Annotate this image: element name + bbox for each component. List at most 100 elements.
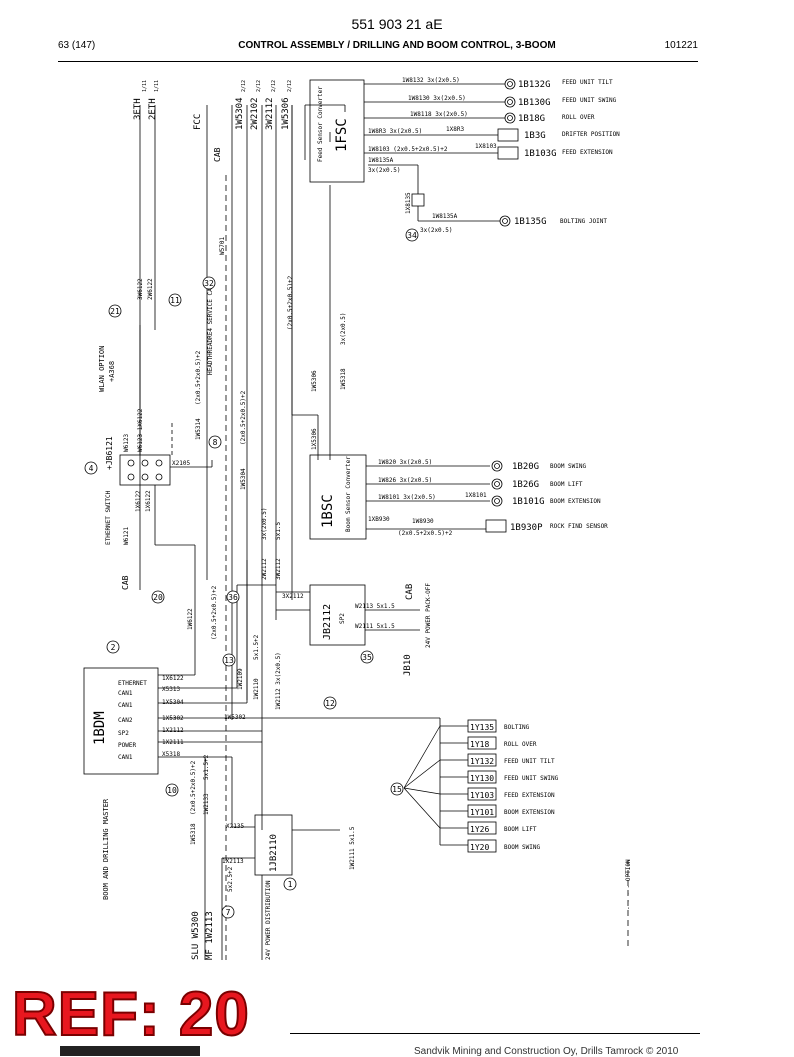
valve-label: BOOM SWING [504,844,541,851]
bdm-conn: 1X2111 [162,739,184,746]
callout-13: 13 [224,656,234,665]
wire-label: 1W6122 [187,608,194,630]
jb2112-id: JB2112 [322,604,333,640]
bsc-sensor-label: ROCK FIND SENSOR [550,523,608,530]
bdm-port: ETHERNET [118,680,147,687]
valve-label: ROLL OVER [504,741,537,748]
fsc-cable: 1W8130 3x(2x0.5) [408,95,466,102]
bolting-cable: 1W8135A [368,157,394,164]
wire-label: 1X6122 [135,490,142,512]
wire-label: 1W2112 3x(2x0.5) [275,652,282,710]
top-cable-note: 2/12 [287,80,293,92]
bdm-port: SP2 [118,730,129,737]
sandvik-logo [60,1046,200,1056]
fsc-conn: 1X8R3 [446,126,464,133]
valve-id: 1Y103 [470,791,494,800]
wire-label: 5x1.5+2 [253,634,260,660]
valve-id: 1Y26 [470,825,489,834]
valve-label: FEED UNIT TILT [504,758,555,765]
fsc-desc: Feed Sensor Converter [317,86,324,162]
callout-2: 2 [111,643,116,652]
callout-10: 10 [167,786,177,795]
wire-label: 1W5318 [190,823,197,845]
valve-label: FEED EXTENSION [504,792,555,799]
fsc-sensor-label: ROLL OVER [562,114,595,121]
wire-label: CAB [405,584,415,600]
header-rule [58,61,698,62]
bdm-conn: 1X5302 [162,715,184,722]
fsc-sensor-label: DRIFTER POSITION [562,131,620,138]
bsc-desc: Boom Sensor Converter [345,456,352,532]
bolting-spec: 3x(2x0.5) [368,167,401,174]
valve-id: 1Y101 [470,808,494,817]
fsc-cable: 1W8132 3x(2x0.5) [402,77,460,84]
wire-label: 5x1.5+2 [203,754,210,780]
callout-15: 15 [392,785,402,794]
valve-label: BOOM LIFT [504,826,537,833]
wire-label: 1W5306 [311,370,318,392]
bolting-cable2: 1W8135A [432,213,458,220]
wire-label: 1X5306 [311,428,318,450]
reference-stamp: REF: 20 [11,980,250,1049]
valve-id: 1Y20 [470,843,489,852]
bsc-cable: 1W820 3x(2x0.5) [378,459,432,466]
fsc-cable: 1W8118 3x(2x0.5) [410,111,468,118]
wire-label: 1W2111 5x1.5 [349,826,356,870]
bsc-cable: 1W8101 3x(2x0.5) [378,494,436,501]
bsc-id: 1BSC [320,494,336,528]
jb6121-desc: ETHERNET SWITCH [105,490,112,545]
bdm-port: CAN2 [118,717,133,724]
top-cable-fcc: FCC [193,114,203,130]
callout-12: 12 [325,699,335,708]
bsc-cable: 1W8930 [412,518,434,525]
valve-label: BOLTING [504,724,530,731]
bsc-sensor-label: BOOM LIFT [550,481,583,488]
top-cable-note: 1/11 [154,80,160,92]
document-code: 101221 [664,40,698,51]
fsc-sensor-id: 1B132G [518,80,551,90]
wire-label: 1X6122 [145,490,152,512]
bolting-conn: 1X8135 [405,192,412,214]
wire-label: JB10 [403,654,413,676]
fsc-sensor-label: FEED EXTENSION [562,149,613,156]
bsc-sensor-label: BOOM SWING [550,463,587,470]
bsc-cable: 1W826 3x(2x0.5) [378,477,432,484]
bolting-sensor-label: BOLTING JOINT [560,218,607,225]
bsc-sensor-id: 1B26G [512,480,539,490]
bdm-port: CAN1 [118,754,133,761]
top-cable-2eth: 2ETH [148,98,158,120]
bdm-port: CAN1 [118,690,133,697]
wire-label: CAB [213,147,222,162]
bsc-sensor-id: 1B20G [512,462,539,472]
fsc-sensor-id: 1B3G [524,131,546,141]
bdm-id: 1BDM [92,711,108,745]
valve-label: BOOM EXTENSION [504,809,555,816]
wire-label: 1W5314 [195,418,202,440]
fsc-sensor-label: FEED UNIT SWING [562,97,617,104]
callout-21: 21 [110,307,120,316]
callout-1: 1 [288,880,293,889]
callout-20: 20 [153,593,163,602]
bdm-port: POWER [118,742,136,749]
wire-label: 5x1.5 [275,522,282,540]
wire-label: 1W2133 [203,793,210,815]
wire-label: CAB [121,575,130,590]
bolting-sensor-id: 1B135G [514,217,547,227]
wire-label: 2W6122 [147,278,154,300]
wlan-id: +A368 [108,361,116,382]
callout-35: 35 [362,653,372,662]
callout-34: 34 [407,231,417,240]
wire-label: (2x0.5+2x0.5)+2 [240,390,247,445]
page-number: 63 (147) [58,40,96,51]
fsc-id: 1FSC [334,118,350,152]
wire-label: 3W2112 [275,558,282,580]
wire-label: W2111 5x1.5 [355,623,395,630]
wire-label: 24V POWER PACK-OFF [425,583,432,648]
bsc-sensor-id: 1B101G [512,497,545,507]
wire-label: W6123 1X6122 [137,408,144,452]
top-cable-3eth: 3ETH [133,98,143,120]
wire-label: 1W2109 [237,668,244,690]
top-cable-1w5304: 1W5304 [235,97,245,130]
callout-32: 32 [204,279,214,288]
